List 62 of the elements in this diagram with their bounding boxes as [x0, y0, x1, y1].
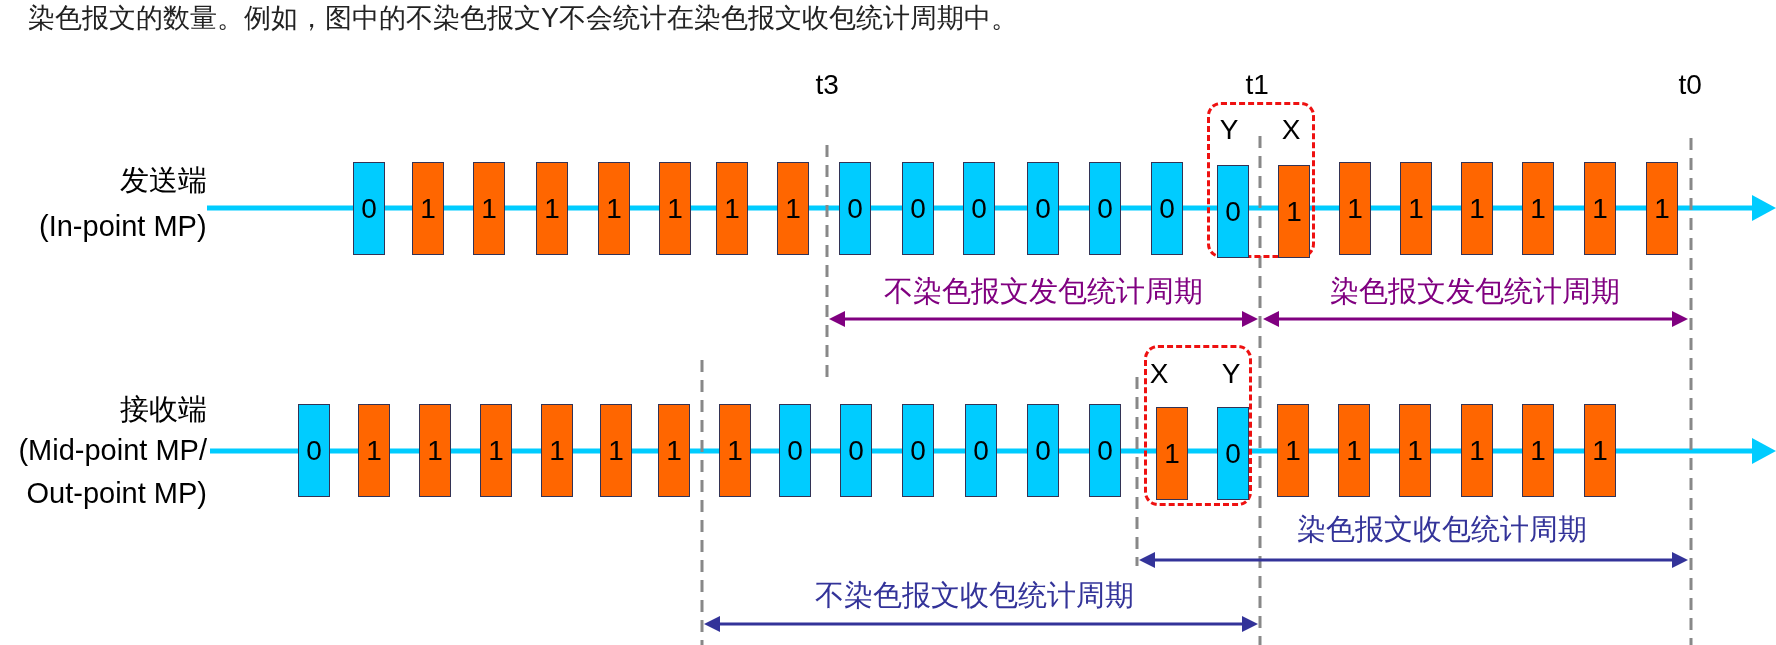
- packet-box: 0: [839, 162, 871, 255]
- packet-box: 1: [541, 404, 573, 497]
- packet-letter: X: [1281, 114, 1301, 146]
- packet-box: 0: [840, 404, 872, 497]
- highlight-frame: [1207, 102, 1315, 258]
- packet-box: 1: [716, 162, 748, 255]
- packet-box: 1: [600, 404, 632, 497]
- packet-box: 0: [779, 404, 811, 497]
- packet-box: 0: [298, 404, 330, 497]
- packet-box: 0: [353, 162, 385, 255]
- packet-box: 1: [719, 404, 751, 497]
- packet-box: 1: [358, 404, 390, 497]
- packet-box: 0: [1217, 407, 1249, 500]
- packet-letter: X: [1149, 358, 1169, 390]
- packet-box: 0: [1089, 162, 1121, 255]
- packet-box: 1: [1522, 162, 1554, 255]
- packet-box: 1: [473, 162, 505, 255]
- packet-box: 1: [598, 162, 630, 255]
- packet-box: 1: [1156, 407, 1188, 500]
- packet-box: 1: [1522, 404, 1554, 497]
- packet-box: 0: [1151, 162, 1183, 255]
- time-label: t3: [815, 69, 839, 101]
- packet-box: 0: [902, 404, 934, 497]
- period-label: 染色报文发包统计周期: [1330, 274, 1620, 309]
- packet-box: 1: [1584, 162, 1616, 255]
- packet-box: 1: [1338, 404, 1370, 497]
- packet-box: 0: [963, 162, 995, 255]
- packet-box: 1: [1461, 404, 1493, 497]
- row-label: 接收端: [120, 392, 207, 427]
- packet-box: 0: [1217, 165, 1249, 258]
- row-label: (In-point MP): [39, 209, 207, 243]
- packet-box: 1: [1584, 404, 1616, 497]
- packet-box: 1: [412, 162, 444, 255]
- time-label: t1: [1245, 69, 1269, 101]
- packet-box: 1: [658, 404, 690, 497]
- row-label: 发送端: [120, 163, 207, 198]
- packet-box: 1: [536, 162, 568, 255]
- packet-box: 0: [1089, 404, 1121, 497]
- packet-letter: Y: [1221, 358, 1241, 390]
- period-label: 不染色报文收包统计周期: [814, 578, 1134, 613]
- packet-box: 1: [1646, 162, 1678, 255]
- packet-box: 1: [659, 162, 691, 255]
- body-text: 染色报文的数量。例如，图中的不染色报文Y不会统计在染色报文收包统计周期中。: [28, 2, 1018, 35]
- packet-box: 1: [1339, 162, 1371, 255]
- packet-box: 1: [480, 404, 512, 497]
- packet-box: 0: [1027, 162, 1059, 255]
- packet-box: 1: [1461, 162, 1493, 255]
- packet-box: 1: [777, 162, 809, 255]
- highlight-frame: [1144, 345, 1252, 506]
- packet-letter: Y: [1219, 114, 1239, 146]
- packet-box: 1: [1400, 162, 1432, 255]
- packet-box: 0: [902, 162, 934, 255]
- packet-box: 1: [1399, 404, 1431, 497]
- packet-box: 0: [965, 404, 997, 497]
- period-label: 染色报文收包统计周期: [1297, 512, 1587, 547]
- period-label: 不染色报文发包统计周期: [883, 274, 1203, 309]
- packet-box: 1: [1277, 404, 1309, 497]
- time-label: t0: [1678, 69, 1702, 101]
- row-label: (Mid-point MP/ Out-point MP): [17, 433, 207, 511]
- packet-box: 1: [419, 404, 451, 497]
- packet-box: 0: [1027, 404, 1059, 497]
- packet-box: 1: [1278, 165, 1310, 258]
